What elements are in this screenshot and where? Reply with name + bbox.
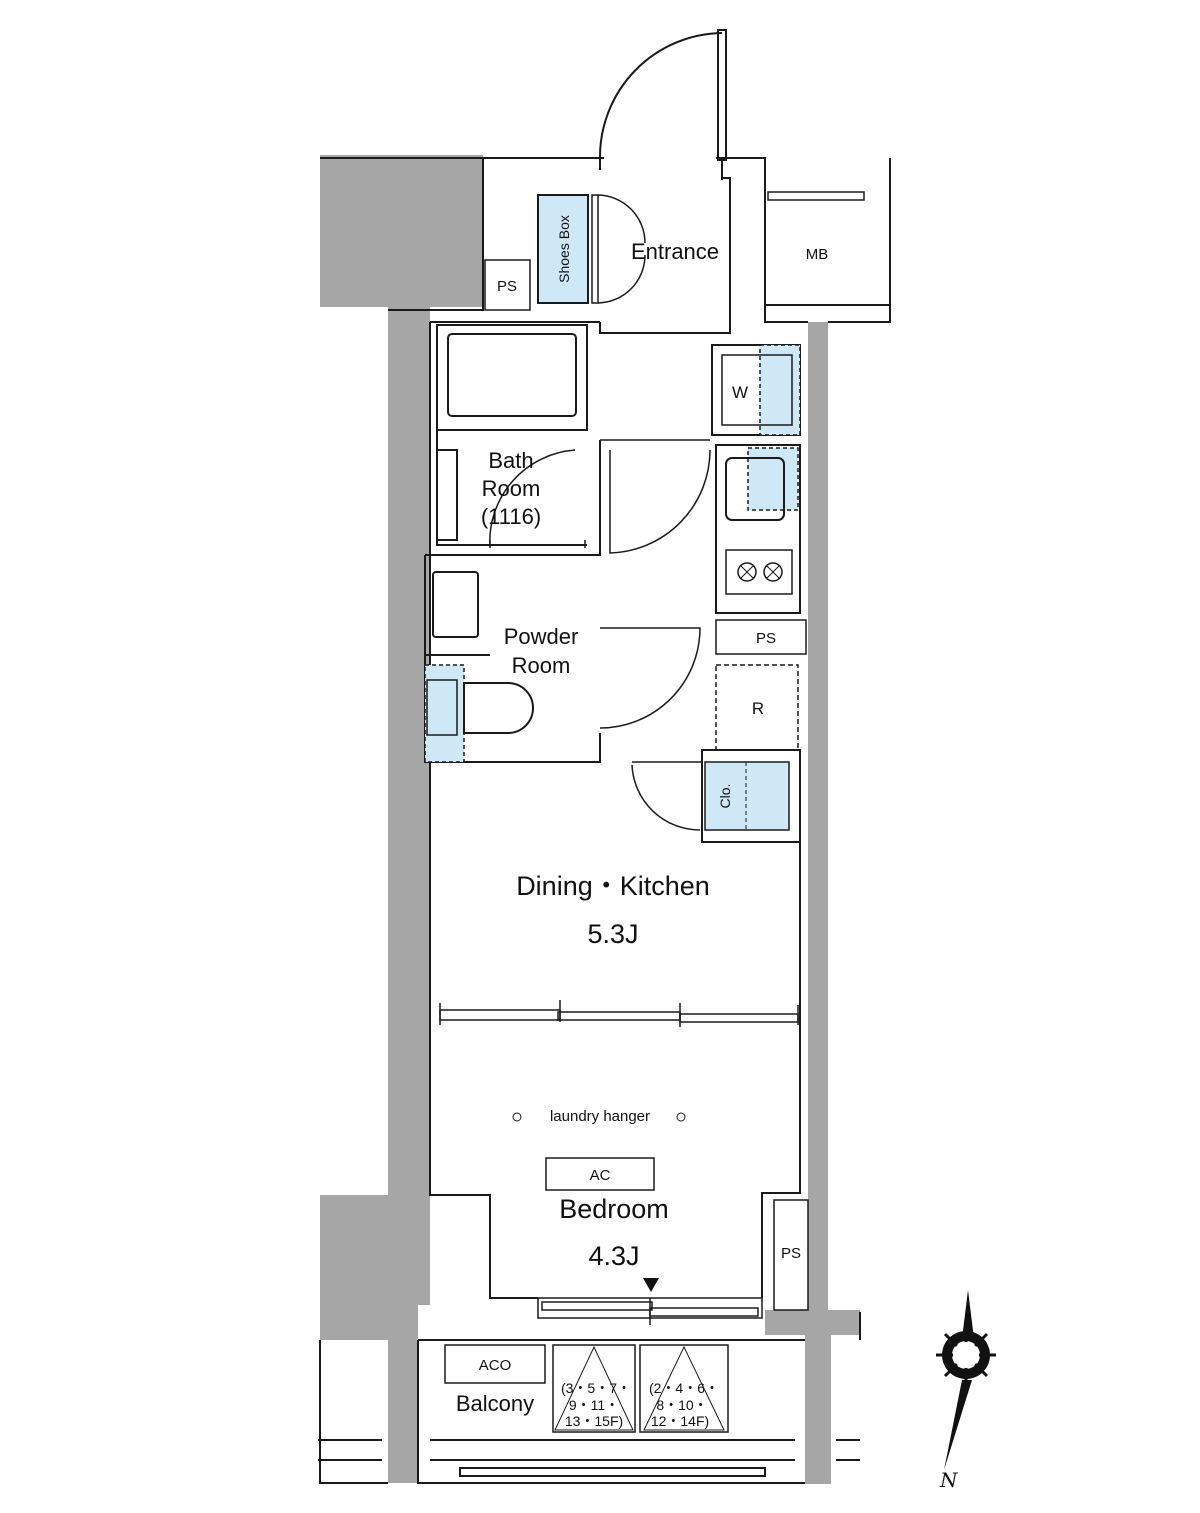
evacuation-hatch-a: (3・5・7・ 9・11・ 13・15F) — [552, 1344, 636, 1433]
compass-icon: N — [936, 1290, 996, 1492]
shoes-box-label: Shoes Box — [556, 215, 572, 283]
powder-label-1: Powder — [504, 624, 579, 649]
entrance-door — [595, 29, 730, 180]
ps-top-box — [484, 259, 531, 311]
laundry-hanger-label: laundry hanger — [550, 1108, 650, 1125]
ac-box — [545, 1157, 655, 1191]
bathtub — [436, 324, 588, 546]
bedroom-label: Bedroom — [559, 1194, 669, 1224]
stove — [725, 549, 793, 595]
burner-left-icon — [737, 562, 757, 582]
mb-label: MB — [806, 246, 829, 263]
column-top-left — [320, 155, 483, 307]
evacuation-hatch-b: (2・4・6・ 8・10・ 12・14F) — [639, 1344, 729, 1433]
wall-bottom-right — [765, 1310, 860, 1335]
powder-label-2: Room — [512, 653, 571, 678]
powder-door — [599, 627, 701, 729]
hatch-a-floors-3: 13・15F) — [565, 1413, 623, 1429]
aco-label: ACO — [479, 1357, 512, 1374]
ac-label: AC — [590, 1167, 611, 1184]
ps-kitchen-box — [715, 619, 807, 655]
closet — [704, 761, 790, 831]
ps-bedroom-box — [773, 1199, 809, 1311]
dining-kitchen-label: Dining・Kitchen — [516, 871, 710, 901]
toilet-bowl — [463, 682, 534, 734]
sink-counter — [715, 444, 801, 614]
balcony-window — [537, 1297, 763, 1325]
washer-label: W — [732, 383, 748, 402]
powder-room — [424, 440, 601, 763]
dining-kitchen-size: 5.3J — [587, 919, 638, 949]
entry-arrow-icon — [643, 1278, 659, 1292]
ps-top-label: PS — [497, 278, 517, 295]
bedroom-size: 4.3J — [588, 1241, 639, 1271]
hatch-b-floors-3: 12・14F) — [651, 1413, 709, 1429]
refrigerator-label: R — [752, 699, 764, 718]
hall-door — [600, 439, 711, 554]
compass-north-label: N — [939, 1468, 959, 1492]
bath-label-3: (1116) — [481, 504, 541, 529]
laundry-hanger-right-icon — [676, 1112, 686, 1122]
column-bottom-left — [320, 1195, 430, 1483]
structural-walls — [320, 155, 860, 1484]
hatch-a-floors-2: 9・11・ — [569, 1397, 619, 1413]
washer-pan — [759, 344, 801, 436]
hatch-b-floors-2: 8・10・ — [656, 1397, 707, 1413]
bath-label-1: Bath — [488, 448, 533, 473]
bath-door — [489, 449, 586, 549]
shoes-box — [537, 194, 589, 304]
hatch-b-floors-1: (2・4・6・ — [649, 1380, 719, 1396]
wall-outlines — [318, 157, 891, 1484]
closet-door — [631, 761, 702, 831]
ps-kitchen-label: PS — [756, 630, 776, 647]
closet-label: Clo. — [717, 784, 733, 809]
wall-left — [388, 305, 430, 1205]
balcony-label: Balcony — [456, 1391, 534, 1416]
laundry-hanger-left-icon — [512, 1112, 522, 1122]
burner-right-icon — [763, 562, 783, 582]
sliding-partition — [439, 1000, 799, 1027]
balcony-pier — [805, 1312, 831, 1484]
aco-box — [444, 1344, 546, 1384]
bath-label-2: Room — [482, 476, 541, 501]
hatch-a-floors-1: (3・5・7・ — [561, 1380, 631, 1396]
ps-bedroom-label: PS — [781, 1245, 801, 1262]
entrance-label: Entrance — [631, 239, 719, 264]
wall-right — [808, 322, 828, 1312]
